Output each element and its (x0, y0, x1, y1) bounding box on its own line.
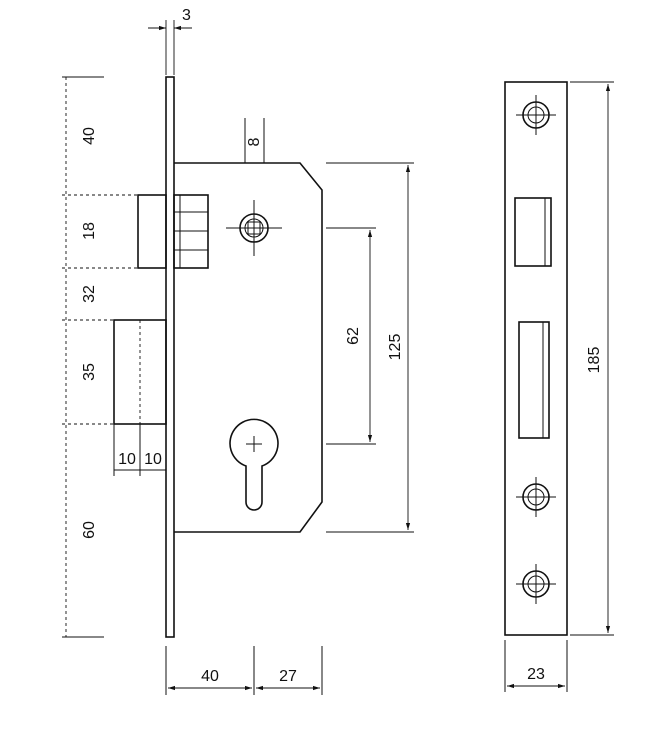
label-10-right: 10 (144, 451, 162, 468)
label-3: 3 (182, 7, 191, 24)
label-18: 18 (81, 222, 98, 240)
screw-middle (516, 477, 556, 517)
dim-bottom: 40 27 (165, 646, 323, 695)
faceplate-latch-opening (518, 321, 550, 439)
label-40-bottom: 40 (201, 668, 219, 685)
label-8: 8 (246, 137, 263, 146)
faceplate (504, 81, 568, 636)
label-125: 125 (387, 334, 404, 361)
dim-left-stack: 40 18 32 35 60 (62, 76, 140, 638)
dim-125: 125 (326, 162, 414, 533)
faceplate-deadbolt-opening (514, 197, 552, 267)
label-35: 35 (81, 363, 98, 381)
label-62: 62 (345, 327, 362, 345)
dim-62: 62 (326, 227, 376, 445)
cylinder-hole (229, 418, 279, 511)
label-10-left: 10 (118, 451, 136, 468)
latch-bolt: 10 10 (113, 319, 167, 476)
dim-185: 185 (570, 81, 614, 636)
label-185: 185 (586, 347, 603, 374)
forend-plate (165, 76, 175, 638)
dim-23: 23 (504, 640, 568, 692)
screw-top (516, 95, 556, 135)
label-32: 32 (81, 285, 98, 303)
deadbolt (137, 194, 209, 269)
screw-bottom (516, 564, 556, 604)
label-27: 27 (279, 668, 297, 685)
spindle-hub (226, 200, 282, 256)
label-60: 60 (81, 521, 98, 539)
dim-forend-thickness: 3 (148, 7, 192, 75)
dim-spindle: 8 (244, 118, 265, 163)
label-23: 23 (527, 666, 545, 683)
lock-case (174, 162, 323, 533)
label-40-top: 40 (81, 127, 98, 145)
